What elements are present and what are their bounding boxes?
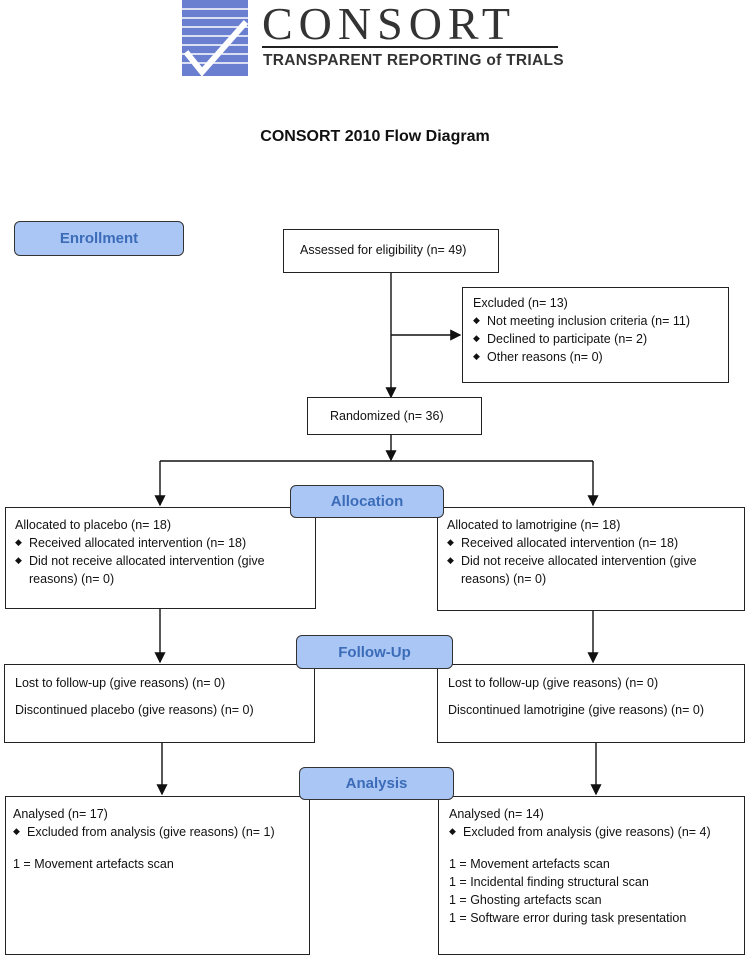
received-item: ◆ Received allocated intervention (n= 18… [447, 536, 679, 550]
stage-analysis: Analysis [299, 767, 454, 800]
excluded-header: Excluded (n= 13) [473, 296, 568, 310]
diamond-bullet-icon: ◆ [15, 555, 22, 565]
stage-allocation: Allocation [290, 485, 444, 518]
allocated-placebo-box: Allocated to placebo (n= 18) ◆ Received … [5, 507, 316, 609]
stage-enrollment: Enrollment [14, 221, 184, 256]
discontinued-text: Discontinued lamotrigine (give reasons) … [448, 703, 705, 717]
excluded-item: ◆ Other reasons (n= 0) [473, 350, 603, 364]
reason-item: 1 = Software error during task presentat… [449, 911, 687, 925]
allocated-lamotrigine-header: Allocated to lamotrigine (n= 18) [447, 518, 621, 532]
followup-lamotrigine-box: Lost to follow-up (give reasons) (n= 0) … [437, 664, 745, 743]
randomized-text: Randomized (n= 36) [330, 409, 444, 423]
logo-tagline: TRANSPARENT REPORTING of TRIALS [263, 52, 564, 69]
received-item: ◆ Received allocated intervention (n= 18… [15, 536, 247, 550]
followup-placebo-box: Lost to follow-up (give reasons) (n= 0) … [4, 664, 315, 743]
assessed-box: Assessed for eligibility (n= 49) [283, 229, 499, 273]
not-received-item: ◆ Did not receive allocated intervention… [447, 554, 697, 586]
logo-rule [262, 46, 558, 48]
excluded-item: ◆ Declined to participate (n= 2) [473, 332, 648, 346]
excluded-analysis-item: ◆ Excluded from analysis (give reasons) … [449, 825, 711, 839]
diamond-bullet-icon: ◆ [447, 537, 454, 547]
not-received-item: ◆ Did not receive allocated intervention… [15, 554, 265, 586]
excluded-item: ◆ Not meeting inclusion criteria (n= 11) [473, 314, 690, 328]
analysis-lamotrigine-box: Analysed (n= 14) ◆ Excluded from analysi… [438, 796, 745, 955]
diamond-bullet-icon: ◆ [15, 537, 22, 547]
logo-wordmark: CONSORT [262, 0, 516, 49]
diamond-bullet-icon: ◆ [449, 826, 456, 836]
diamond-bullet-icon: ◆ [473, 333, 480, 343]
analysis-placebo-box: Analysed (n= 17) ◆ Excluded from analysi… [5, 796, 310, 955]
check-mark-icon [182, 0, 248, 76]
diamond-bullet-icon: ◆ [447, 555, 454, 565]
excluded-box: Excluded (n= 13) ◆ Not meeting inclusion… [462, 287, 729, 383]
randomized-box: Randomized (n= 36) [307, 397, 482, 435]
analysed-text: Analysed (n= 17) [13, 807, 108, 821]
lost-followup-text: Lost to follow-up (give reasons) (n= 0) [448, 676, 659, 690]
excluded-analysis-item: ◆ Excluded from analysis (give reasons) … [13, 825, 275, 839]
diamond-bullet-icon: ◆ [13, 826, 20, 836]
diamond-bullet-icon: ◆ [473, 315, 480, 325]
reason-item: 1 = Movement artefacts scan [13, 857, 174, 871]
stage-followup: Follow-Up [296, 635, 453, 669]
diamond-bullet-icon: ◆ [473, 351, 480, 361]
page-title: CONSORT 2010 Flow Diagram [260, 128, 490, 145]
analysed-text: Analysed (n= 14) [449, 807, 544, 821]
reason-item: 1 = Movement artefacts scan [449, 857, 610, 871]
reason-item: 1 = Incidental finding structural scan [449, 875, 649, 889]
allocated-lamotrigine-box: Allocated to lamotrigine (n= 18) ◆ Recei… [437, 507, 745, 611]
consort-logo: CONSORT TRANSPARENT REPORTING of TRIALS [182, 0, 564, 78]
discontinued-text: Discontinued placebo (give reasons) (n= … [15, 703, 254, 717]
allocated-placebo-header: Allocated to placebo (n= 18) [15, 518, 172, 532]
assessed-text: Assessed for eligibility (n= 49) [300, 243, 467, 257]
lost-followup-text: Lost to follow-up (give reasons) (n= 0) [15, 676, 226, 690]
reason-item: 1 = Ghosting artefacts scan [449, 893, 602, 907]
